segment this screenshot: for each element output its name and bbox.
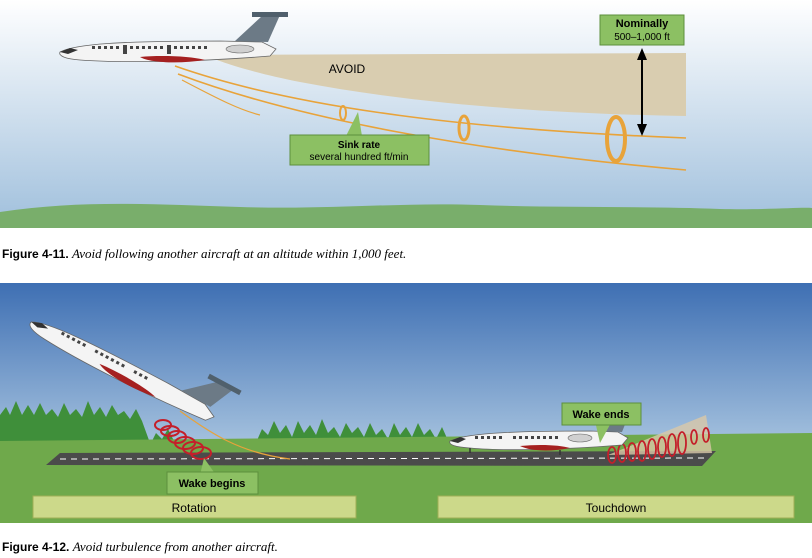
wake-trajectory-line [181,79,261,116]
figure-4-12-caption: Figure 4-12. Avoid turbulence from anoth… [2,539,278,555]
sink-rate-label: Sink rate [338,140,381,151]
wake-vortex [605,115,627,163]
wake-begins-box [166,471,259,495]
sink-rate-value: several hundred ft/min [310,152,409,163]
avoid-zone [205,53,686,116]
wake-vortex [457,114,471,142]
wake-trajectory-line [179,410,291,460]
airplane-icon [449,412,630,455]
rotation-label: Rotation [172,501,217,515]
tree-line [0,401,150,443]
wake-ends-box [561,402,642,426]
wake-begins-pointer [200,458,216,475]
airplane-icon [29,321,242,421]
caption-number: Figure 4-12. [2,540,70,554]
arrow-head-down-icon [637,124,647,136]
touchdown-box [437,495,795,519]
touchdown-label: Touchdown [586,501,647,515]
sink-rate-label-box [289,134,430,166]
ground-terrain [0,203,812,228]
rotation-box [32,495,357,519]
wake-ends-pointer [595,421,612,443]
figure-4-11-illustration: Nominally 500–1,000 ft AVOID Sink rate s… [0,0,812,228]
wake-vortex [339,105,347,121]
avoid-label: AVOID [329,62,366,76]
nominally-label: Nominally [616,18,669,30]
altitude-label-box [599,14,685,46]
wake-ends-label: Wake ends [572,409,629,421]
sink-rate-pointer [346,112,362,136]
caption-text: Avoid turbulence from another aircraft. [72,539,278,554]
arrow-head-up-icon [637,48,647,60]
sky-background [0,0,812,228]
wake-vortex-spiral [607,427,710,464]
caption-text: Avoid following another aircraft at an a… [72,246,407,261]
figure-4-12-illustration: Wake begins Wake ends Rotation Touchdown [0,283,812,523]
wake-vortex-spiral [154,419,212,460]
figure-4-11-caption: Figure 4-11. Avoid following another air… [2,246,406,262]
airplane-icon [59,12,288,63]
altitude-range-label: 500–1,000 ft [614,32,670,43]
runway-centerline [59,457,707,460]
caption-number: Figure 4-11. [2,247,69,261]
wake-begins-label: Wake begins [179,478,246,490]
wake-trajectory-line [177,73,687,171]
wake-trajectory-line [174,65,687,139]
